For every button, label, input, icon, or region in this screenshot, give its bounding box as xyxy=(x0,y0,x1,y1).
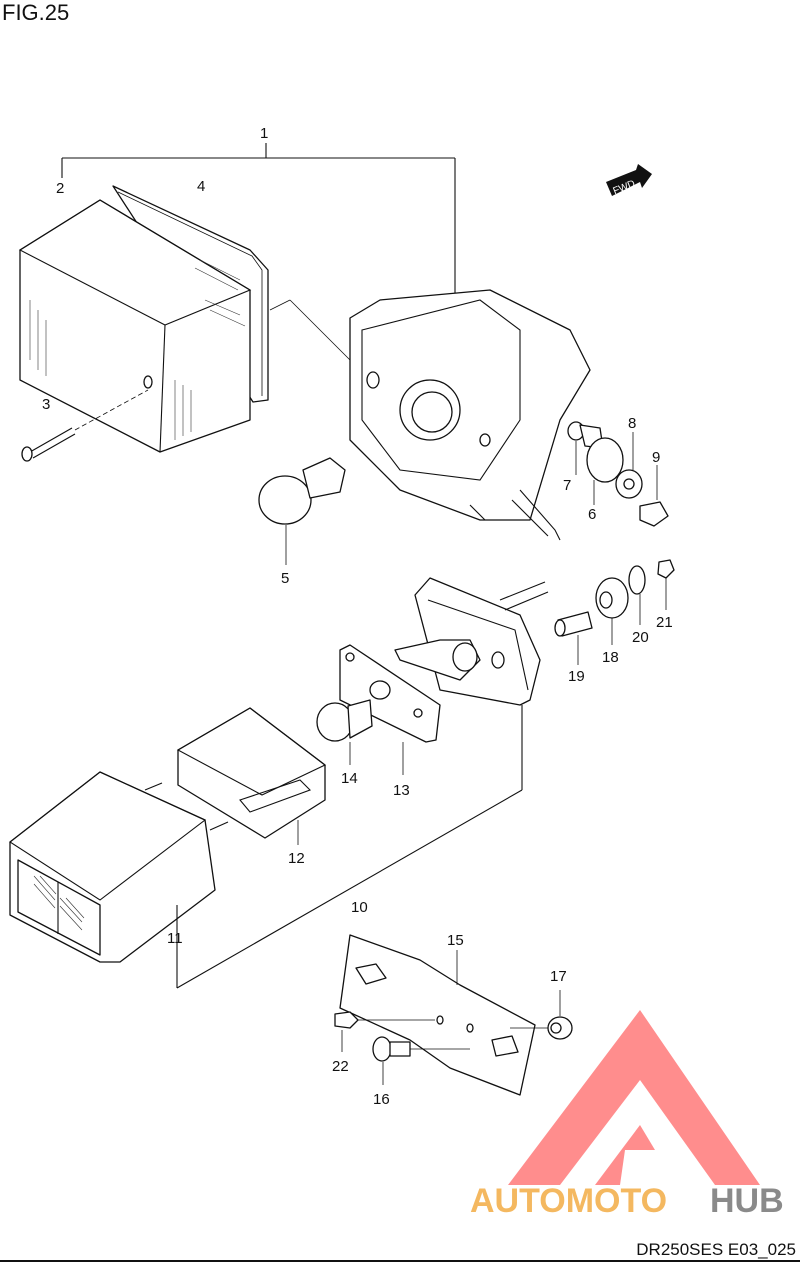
nut-21 xyxy=(657,559,675,610)
callout-22: 22 xyxy=(332,1058,349,1075)
figure-label: FIG.25 xyxy=(2,0,70,25)
rivet-22 xyxy=(334,1011,435,1052)
watermark-logo xyxy=(508,1010,760,1185)
callout-14: 14 xyxy=(341,770,358,787)
turn-signal-lens xyxy=(18,185,269,453)
callout-17: 17 xyxy=(550,968,567,985)
callout-18: 18 xyxy=(602,649,619,666)
callout-6: 6 xyxy=(588,506,596,523)
watermark-text-gray: HUB xyxy=(710,1182,784,1220)
turn-signal-housing xyxy=(349,289,591,541)
callout-15: 15 xyxy=(447,932,464,949)
footer-code: DR250SES E03_025 xyxy=(636,1240,796,1259)
reflector-12 xyxy=(176,707,327,845)
collar-nut-17 xyxy=(510,990,573,1040)
watermark-text-orange: AUTOMOTO xyxy=(470,1182,667,1220)
nut-9 xyxy=(639,465,669,527)
callout-8: 8 xyxy=(628,415,636,432)
callout-4: 4 xyxy=(197,178,205,195)
callout-11: 11 xyxy=(167,930,183,947)
forward-arrow-icon: FWD xyxy=(606,164,652,197)
callout-1: 1 xyxy=(260,125,268,142)
callout-3: 3 xyxy=(42,396,50,413)
assembly-bracket-10 xyxy=(176,705,523,989)
rubber-grommet xyxy=(586,437,624,505)
tail-light-lens-11 xyxy=(9,771,229,963)
washer-20 xyxy=(628,565,646,625)
callout-2: 2 xyxy=(56,180,64,197)
callout-10: 10 xyxy=(351,899,368,916)
callout-13: 13 xyxy=(393,782,410,799)
callout-12: 12 xyxy=(288,850,305,867)
bolt-16 xyxy=(372,1036,470,1085)
assembly-bracket-1 xyxy=(61,143,456,300)
callout-labels: 1 2 3 4 5 6 7 8 9 10 11 12 13 14 15 16 1… xyxy=(42,125,673,1108)
washer-8 xyxy=(615,432,643,499)
bottom-rule xyxy=(0,1260,800,1262)
callout-20: 20 xyxy=(632,629,649,646)
callout-5: 5 xyxy=(281,570,289,587)
license-plate-bracket xyxy=(339,934,536,1096)
tail-light-bulb xyxy=(316,699,373,765)
spacer-collar xyxy=(554,611,593,665)
callout-21: 21 xyxy=(656,614,673,631)
lens-screw xyxy=(21,389,149,462)
turn-signal-bulb xyxy=(258,457,346,565)
callout-7: 7 xyxy=(563,477,571,494)
callout-16: 16 xyxy=(373,1091,390,1108)
callout-19: 19 xyxy=(568,668,585,685)
grommet-18 xyxy=(595,577,629,645)
bulb-socket xyxy=(394,639,481,681)
callout-9: 9 xyxy=(652,449,660,466)
tail-light-gasket xyxy=(339,644,441,775)
